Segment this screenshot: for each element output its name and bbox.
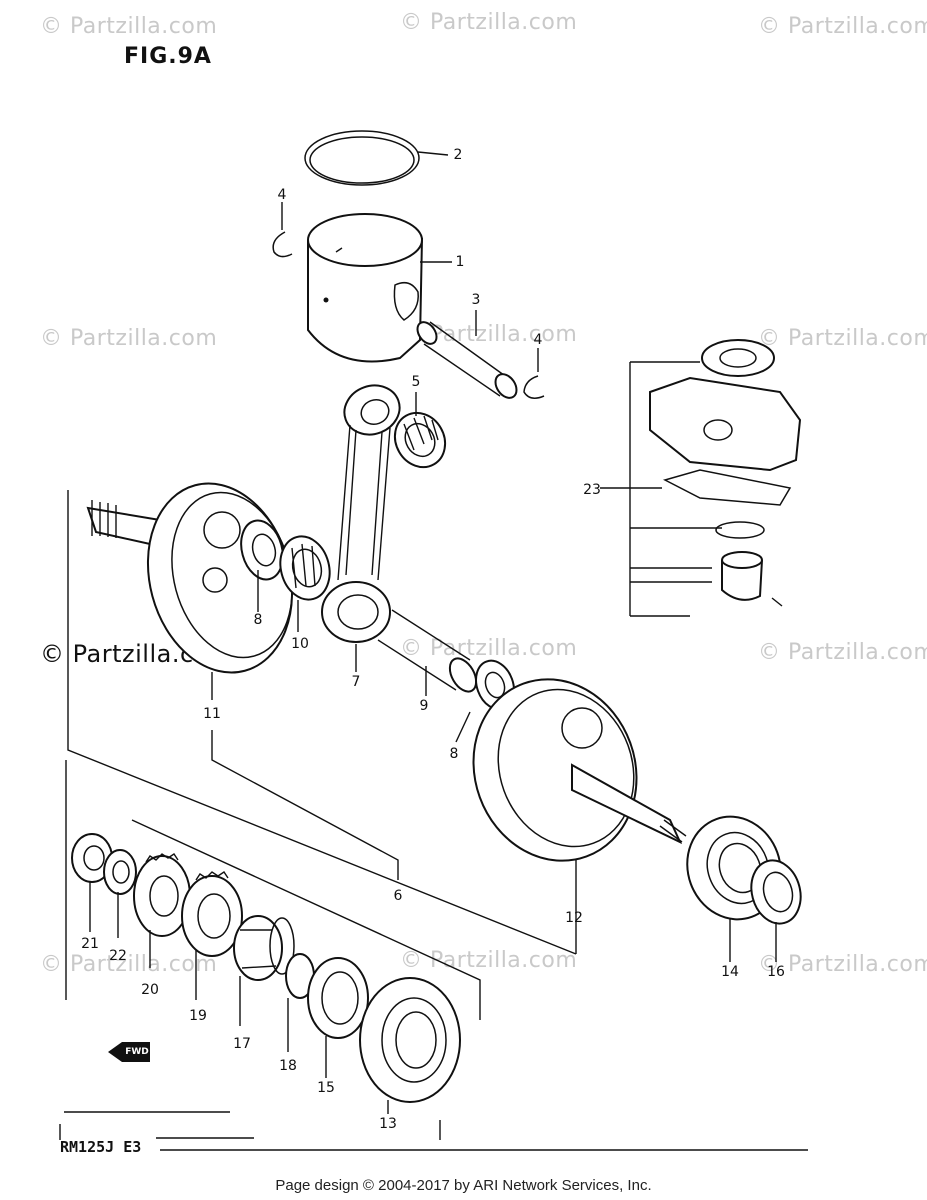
- circlip: [523, 375, 545, 399]
- model-code: RM125J E3: [60, 1138, 142, 1156]
- piston-pin: [416, 321, 518, 399]
- callout-5[interactable]: 5: [411, 374, 421, 390]
- callout-12[interactable]: 12: [565, 910, 583, 926]
- watermark: © Partzilla.com: [400, 948, 578, 973]
- callout-3[interactable]: 3: [471, 292, 481, 308]
- cylinder-kit-inset: [649, 339, 802, 607]
- main-bearing-left: [359, 977, 461, 1103]
- leader-lines: [59, 151, 808, 1151]
- thrust-washer: [240, 519, 284, 581]
- watermark: © Partzilla.com: [758, 326, 927, 351]
- callout-17[interactable]: 17: [233, 1036, 251, 1052]
- callout-8[interactable]: 8: [253, 612, 263, 628]
- callout-15[interactable]: 15: [317, 1080, 335, 1096]
- callout-4[interactable]: 4: [277, 187, 287, 203]
- callout-11[interactable]: 11: [203, 706, 221, 722]
- watermark: © Partzilla.com: [758, 14, 927, 39]
- watermark: © Partzilla.com: [400, 636, 578, 661]
- right-crankshaft: [472, 678, 687, 862]
- callout-7[interactable]: 7: [351, 674, 361, 690]
- piston: [307, 213, 423, 363]
- watermark: © Partzilla.com: [40, 326, 218, 351]
- callout-14[interactable]: 14: [721, 964, 739, 980]
- fwd-label: FWD: [125, 1047, 149, 1057]
- figure-title: FIG.9A: [124, 44, 212, 69]
- oil-seal-left: [307, 957, 369, 1039]
- callout-22[interactable]: 22: [109, 948, 127, 964]
- pump-drive-gear: [181, 871, 243, 957]
- circlip: [272, 231, 293, 258]
- callout-6[interactable]: 6: [393, 888, 403, 904]
- left-crankshaft: [86, 482, 294, 674]
- callout-4[interactable]: 4: [533, 332, 543, 348]
- callout-13[interactable]: 13: [379, 1116, 397, 1132]
- forward-arrow: [108, 1042, 150, 1062]
- callout-23[interactable]: 23: [583, 482, 601, 498]
- crank-pin: [377, 609, 478, 693]
- oil-seal-right: [750, 859, 802, 925]
- callout-8[interactable]: 8: [449, 746, 459, 762]
- watermark: © Partzilla.com: [758, 640, 927, 665]
- watermark: © Partzilla.com: [400, 10, 578, 35]
- lock-washer: [103, 849, 137, 895]
- callout-16[interactable]: 16: [767, 964, 785, 980]
- callout-18[interactable]: 18: [279, 1058, 297, 1074]
- watermark: © Partzilla.com: [40, 952, 218, 977]
- watermark: © Partzilla.com: [758, 952, 927, 977]
- piston-ring: [304, 130, 420, 186]
- big-end-bearing: [279, 535, 331, 601]
- callout-19[interactable]: 19: [189, 1008, 207, 1024]
- watermark: © Partzilla.com: [40, 14, 218, 39]
- spacer: [233, 915, 295, 981]
- primary-drive-gear: [133, 853, 191, 937]
- callout-2[interactable]: 2: [453, 147, 463, 163]
- callout-10[interactable]: 10: [291, 636, 309, 652]
- connecting-rod: [321, 384, 401, 643]
- callout-20[interactable]: 20: [141, 982, 159, 998]
- callout-1[interactable]: 1: [455, 254, 465, 270]
- page-footer: Page design © 2004-2017 by ARI Network S…: [275, 1177, 652, 1194]
- small-end-bearing: [393, 411, 447, 469]
- callout-21[interactable]: 21: [81, 936, 99, 952]
- callout-9[interactable]: 9: [419, 698, 429, 714]
